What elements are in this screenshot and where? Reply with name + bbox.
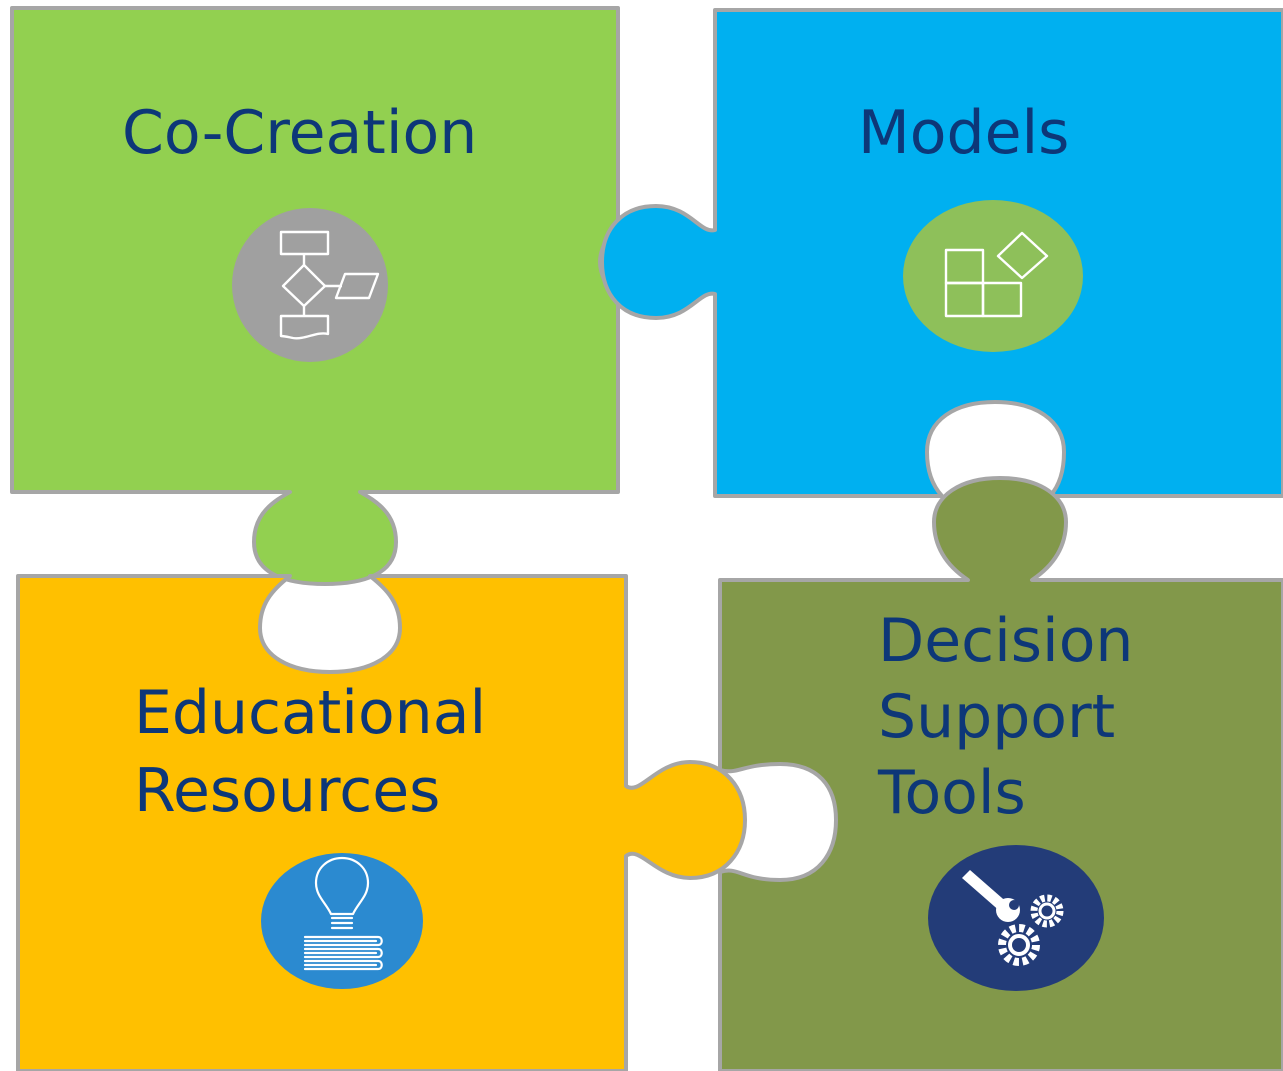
piece-co-creation: Co-Creation — [10, 6, 620, 586]
educational-resources-line-2: Resources — [134, 756, 440, 826]
decision-support-tools-line-3: Tools — [877, 758, 1026, 828]
decision-support-tools-line-2: Support — [878, 682, 1115, 752]
educational-resources-line-1: Educational — [134, 678, 486, 748]
models-label: Models — [858, 98, 1069, 168]
wrench-gears-icon — [928, 845, 1104, 991]
decision-support-tools-line-1: Decision — [878, 606, 1133, 676]
lightbulb-books-icon — [261, 853, 423, 989]
piece-decision-support-tools-shape — [718, 476, 1283, 1071]
co-creation-label: Co-Creation — [122, 98, 477, 168]
piece-educational-resources: Educational Resources — [16, 574, 747, 1071]
decision-support-tools-label: Decision Support Tools — [877, 606, 1153, 828]
blocks-icon — [903, 200, 1083, 352]
flowchart-icon — [232, 208, 388, 362]
piece-decision-support-tools: Decision Support Tools — [718, 476, 1283, 1071]
piece-models: Models — [600, 8, 1283, 498]
educational-resources-label: Educational Resources — [134, 678, 505, 826]
piece-educational-resources-shape — [16, 574, 747, 1071]
